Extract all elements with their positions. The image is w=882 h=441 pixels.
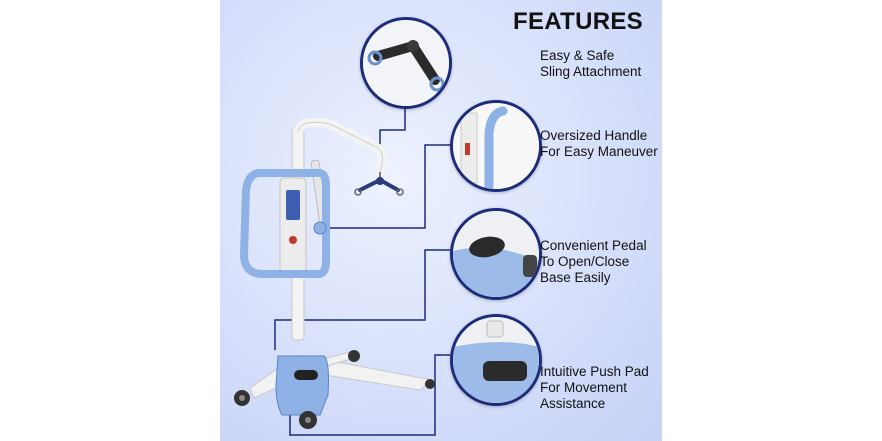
pedal-closeup (450, 208, 542, 300)
feature-label-handle: Oversized Handle For Easy Maneuver (540, 128, 660, 160)
feature-label-push-pad: Intuitive Push Pad For Movement Assistan… (540, 364, 660, 412)
feature-label-line: Oversized Handle (540, 128, 648, 143)
push-pad-closeup (450, 314, 542, 406)
feature-label-line: Convenient Pedal (540, 238, 647, 253)
feature-label-line: Sling Attachment (540, 64, 642, 79)
feature-label-line: For Movement (540, 380, 628, 395)
sling-bar (354, 172, 404, 196)
feature-label-pedal: Convenient Pedal To Open/Close Base Easi… (540, 238, 660, 286)
sling-attachment-closeup (360, 17, 452, 109)
features-heading: FEATURES (513, 8, 643, 35)
patient-lift-illustration (234, 105, 450, 436)
feature-label-line: Base Easily (540, 270, 611, 285)
feature-label-line: Assistance (540, 396, 606, 411)
feature-label-line: Easy & Safe (540, 48, 615, 63)
feature-label-line: Intuitive Push Pad (540, 364, 649, 379)
feature-label-line: To Open/Close (540, 254, 630, 269)
handle-closeup (450, 100, 542, 192)
feature-panel: FEATURES Easy & Safe Sling Attachment Ov… (220, 0, 662, 441)
feature-label-line: For Easy Maneuver (540, 144, 658, 159)
feature-label-sling: Easy & Safe Sling Attachment (540, 48, 660, 80)
